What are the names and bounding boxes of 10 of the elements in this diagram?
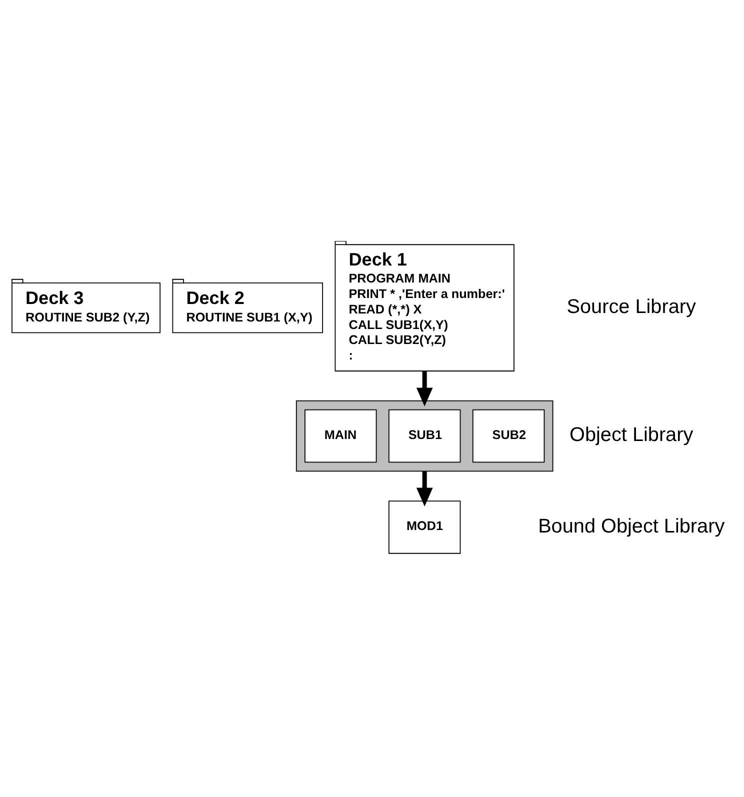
node-box: MOD1	[388, 500, 461, 554]
node-box: SUB2	[472, 408, 545, 462]
label: Source Library	[566, 295, 696, 318]
label: Bound Object Library	[538, 514, 725, 537]
node-box: MAIN	[304, 408, 377, 462]
label: Object Library	[570, 424, 694, 446]
node-box: SUB1	[388, 408, 461, 462]
arrow	[416, 470, 433, 506]
arrow	[416, 370, 433, 406]
cluster	[296, 400, 554, 472]
